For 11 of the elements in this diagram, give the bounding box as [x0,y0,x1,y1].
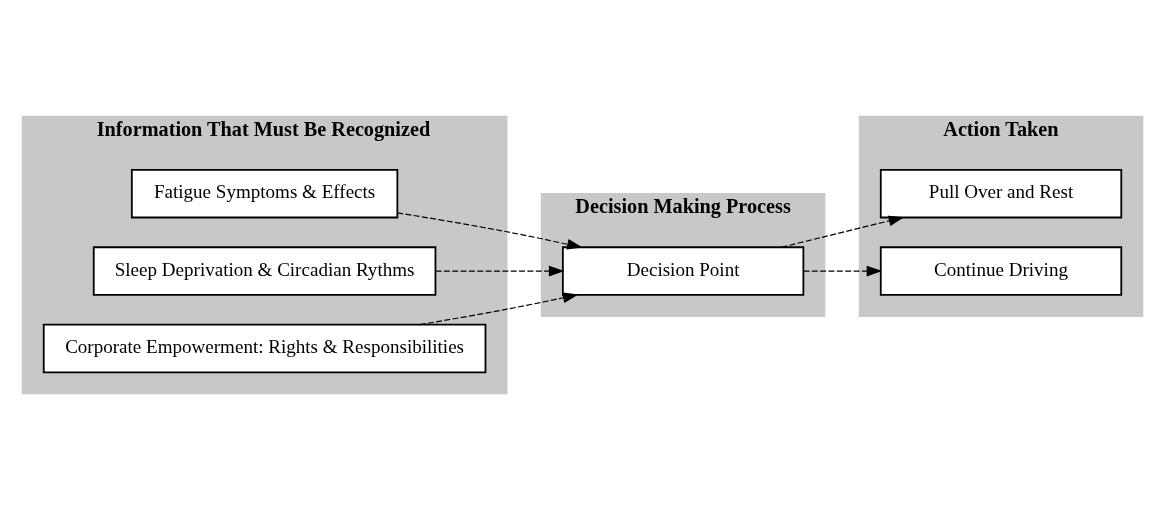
arrow [419,292,579,326]
arrow [435,265,565,277]
node-box: Continue Driving [879,246,1123,296]
node-box: Pull Over and Rest [879,168,1123,219]
arrow [396,212,583,250]
node-box: Decision Point [561,246,805,296]
node-box: Fatigue Symptoms & Effects [130,168,399,219]
arrow [803,265,883,277]
arrow [780,215,905,248]
node-box: Sleep Deprivation & Circadian Rythms [92,246,437,296]
node-box: Corporate Empowerment: Rights & Responsibilities [42,323,487,374]
